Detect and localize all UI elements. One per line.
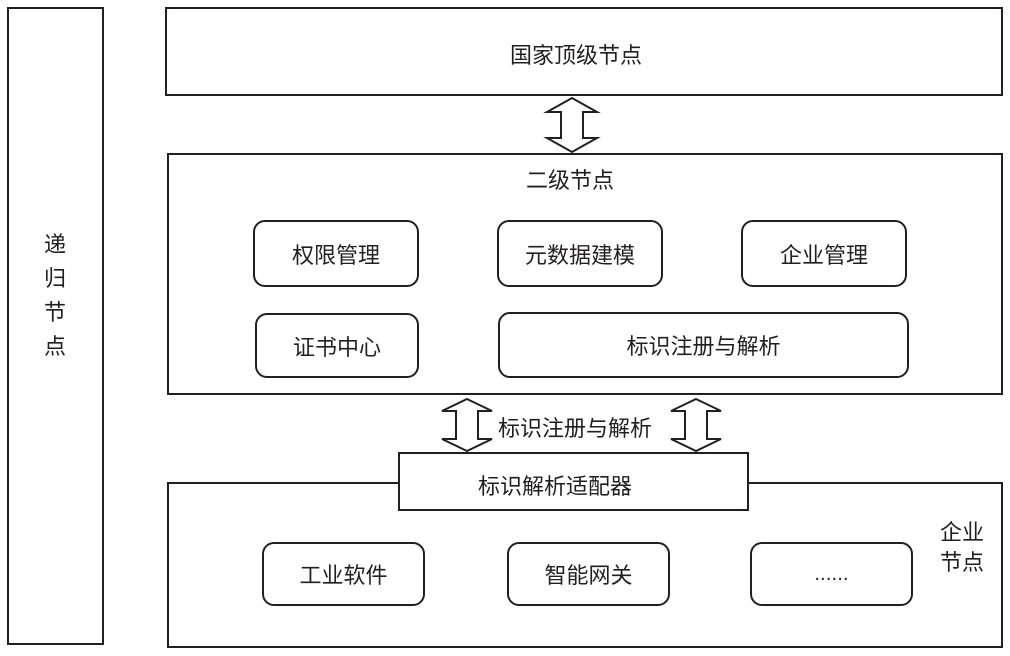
smart-gateway-module: 智能网关 [507,542,670,606]
enterprise-management-label: 企业管理 [779,243,868,269]
recursive-node-char: 递 [43,233,66,258]
recursive-node-char: 点 [43,335,66,360]
national-top-node-box [165,7,1003,96]
certificate-center-label: 证书中心 [292,335,381,361]
national-top-node-label: 国家顶级节点 [510,44,643,69]
double-arrow-right [670,397,722,453]
registration-resolution-label: 标识注册与解析 [626,335,781,360]
link-label: 标识注册与解析 [498,417,653,442]
double-arrow-left [441,397,493,453]
enterprise-node-label-line: 节点 [940,551,985,576]
double-arrow-top [543,96,601,154]
recursive-node-char: 归 [43,267,66,292]
enterprise-node-label: 企业 节点 [940,519,984,579]
permission-management-module: 权限管理 [253,220,419,287]
metadata-modeling-label: 元数据建模 [524,243,635,269]
recursive-node-label: 递 归 节 点 [40,229,70,365]
industrial-software-label: 工业软件 [299,564,388,589]
smart-gateway-label: 智能网关 [544,564,633,589]
industrial-software-module: 工业软件 [262,542,425,606]
enterprise-node-label-line: 企业 [940,521,985,546]
enterprise-management-module: 企业管理 [741,220,907,287]
adapter-label: 标识解析适配器 [478,475,633,500]
second-level-node-label: 二级节点 [526,169,615,194]
more-modules-label: ...... [814,563,849,585]
metadata-modeling-module: 元数据建模 [497,220,663,287]
certificate-center-module: 证书中心 [255,313,419,378]
registration-resolution-module: 标识注册与解析 [498,312,909,378]
more-modules: ...... [750,542,913,606]
recursive-node-char: 节 [43,301,66,326]
adapter-box [398,452,749,511]
permission-management-label: 权限管理 [291,243,380,269]
recursive-node-box [7,7,104,645]
